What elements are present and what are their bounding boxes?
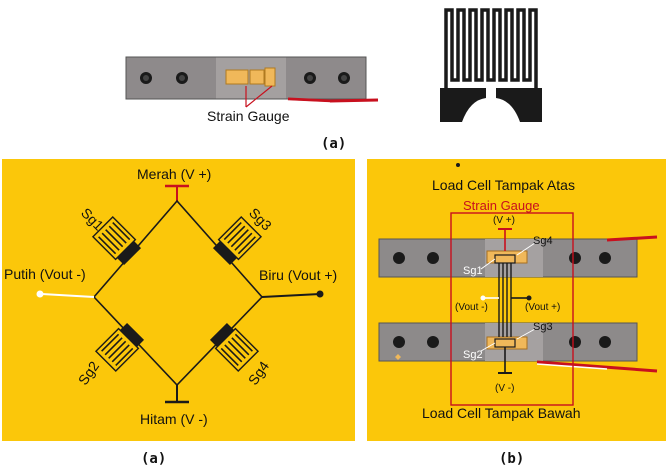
right-caption: (b): [499, 451, 525, 467]
bottom-terminal-label: Hitam (V -): [140, 411, 208, 427]
top-load-cell-bar: [125, 56, 379, 108]
load-cell-top-title: Load Cell Tampak Atas: [432, 177, 575, 193]
sg4-gauge-symbol: [209, 322, 260, 373]
right-terminal-label: Biru (Vout +): [259, 267, 338, 283]
load-cell-bottom-bar: [378, 322, 658, 373]
left-caption: (a): [141, 451, 167, 467]
marker-dot: [456, 163, 460, 167]
vout-minus-label: (Vout -): [455, 302, 488, 313]
sg4-load-label: Sg4: [533, 235, 553, 247]
strain-gauge-grid-icon: [440, 8, 542, 122]
vout-plus-label: (Vout +): [525, 302, 561, 313]
top-caption: (a): [321, 136, 347, 152]
wheatstone-bridge-diagram: [36, 184, 324, 404]
top-strain-gauge-label: Strain Gauge: [207, 108, 290, 124]
sg2-gauge-symbol: [94, 322, 145, 373]
sg1-load-label: Sg1: [463, 265, 483, 277]
top-terminal-label: Merah (V +): [137, 166, 212, 182]
top-figure: [125, 8, 542, 122]
load-cell-diagram: [378, 212, 658, 406]
v-minus-label: (V -): [495, 383, 515, 394]
load-cell-strain-gauge-label: Strain Gauge: [463, 198, 540, 213]
load-cell-bottom-title: Load Cell Tampak Bawah: [422, 405, 581, 421]
sg2-load-label: Sg2: [463, 349, 483, 361]
load-cell-panel: Load Cell Tampak Atas Strain Gauge (V +)…: [367, 159, 666, 441]
sg3-load-label: Sg3: [533, 321, 553, 333]
v-plus-label: (V +): [493, 215, 515, 226]
sg1-gauge-symbol: [91, 215, 142, 266]
strain-gauge-outline: [450, 212, 574, 406]
load-cell-top-bar: [378, 235, 658, 278]
wheatstone-bridge-panel: Merah (V +) Putih (Vout -) Biru (Vout +)…: [2, 159, 355, 441]
sg3-gauge-symbol: [212, 215, 263, 266]
left-terminal-label: Putih (Vout -): [4, 266, 86, 282]
